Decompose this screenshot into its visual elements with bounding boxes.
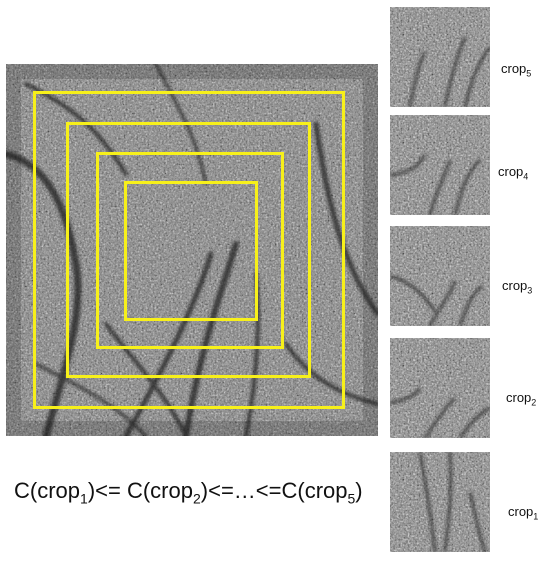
crop-box-3 bbox=[96, 152, 284, 349]
crop-label-sub: 1 bbox=[533, 511, 539, 522]
formula-part-3: )<=…<=C(crop bbox=[200, 478, 348, 503]
crop-label-1: crop1 bbox=[508, 504, 538, 522]
crop-box-2 bbox=[124, 181, 258, 321]
crop-label-4: crop4 bbox=[498, 164, 528, 182]
formula-part-4: ) bbox=[355, 478, 363, 503]
crop-box-5 bbox=[33, 91, 345, 409]
complexity-formula: C(crop1)<= C(crop2)<=…<=C(crop5) bbox=[14, 478, 363, 506]
crop-thumb-4 bbox=[390, 115, 490, 215]
formula-sub-3: 5 bbox=[347, 490, 356, 507]
formula-part-2: )<= C(crop bbox=[87, 478, 193, 503]
crop-label-5: crop5 bbox=[501, 61, 531, 79]
formula-sub-1: 1 bbox=[80, 490, 88, 507]
crop-label-2: crop2 bbox=[506, 390, 536, 408]
crop-thumb-3 bbox=[390, 226, 490, 326]
crop-label-base: crop bbox=[502, 278, 528, 293]
crop-label-base: crop bbox=[498, 164, 524, 179]
crop-box-4 bbox=[66, 122, 311, 378]
formula-part-1: C(crop bbox=[14, 478, 81, 503]
crop-label-base: crop bbox=[508, 504, 534, 519]
formula-sub-2: 2 bbox=[192, 490, 201, 507]
crop-label-sub: 2 bbox=[531, 397, 537, 408]
crop-label-3: crop3 bbox=[502, 278, 532, 296]
retina-image bbox=[6, 64, 378, 436]
crop-thumb-5 bbox=[390, 7, 490, 107]
crop-label-base: crop bbox=[506, 390, 532, 405]
crop-label-sub: 3 bbox=[527, 285, 533, 296]
crop-label-sub: 5 bbox=[526, 68, 532, 79]
crop-thumb-1 bbox=[390, 452, 490, 552]
crop-thumb-2 bbox=[390, 338, 490, 438]
crop-label-sub: 4 bbox=[523, 171, 529, 182]
crop-label-base: crop bbox=[501, 61, 527, 76]
